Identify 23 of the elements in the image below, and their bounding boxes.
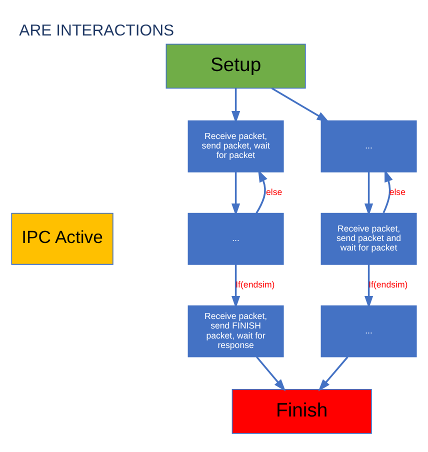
arrow [364,264,374,308]
edge-label: else [266,186,282,196]
node-box: Receive packet, send packet and wait for packet [320,212,417,264]
node-box: IPC Active [11,212,114,264]
arrow [231,172,240,216]
node-box: ... [320,120,417,172]
arrow [364,172,374,216]
arrow [231,88,240,123]
node-box: ... [320,304,417,357]
diagram-title: ARE INTERACTIONS [19,22,174,40]
edge-label: If(endsim) [236,278,275,289]
node-box: ... [188,212,284,264]
node-box: Finish [232,388,372,434]
arrow [271,87,330,122]
node-box: Setup [166,43,306,88]
arrow [231,264,240,308]
arrow [256,169,268,214]
arrow [256,356,286,391]
arrow [318,356,348,391]
node-box: Receive packet, send FINISH packet, wait for response [188,304,284,357]
edge-label: If(endsim) [368,278,408,289]
node-box: Receive packet, send packet, wait for packet [188,120,284,172]
arrow [382,169,393,213]
